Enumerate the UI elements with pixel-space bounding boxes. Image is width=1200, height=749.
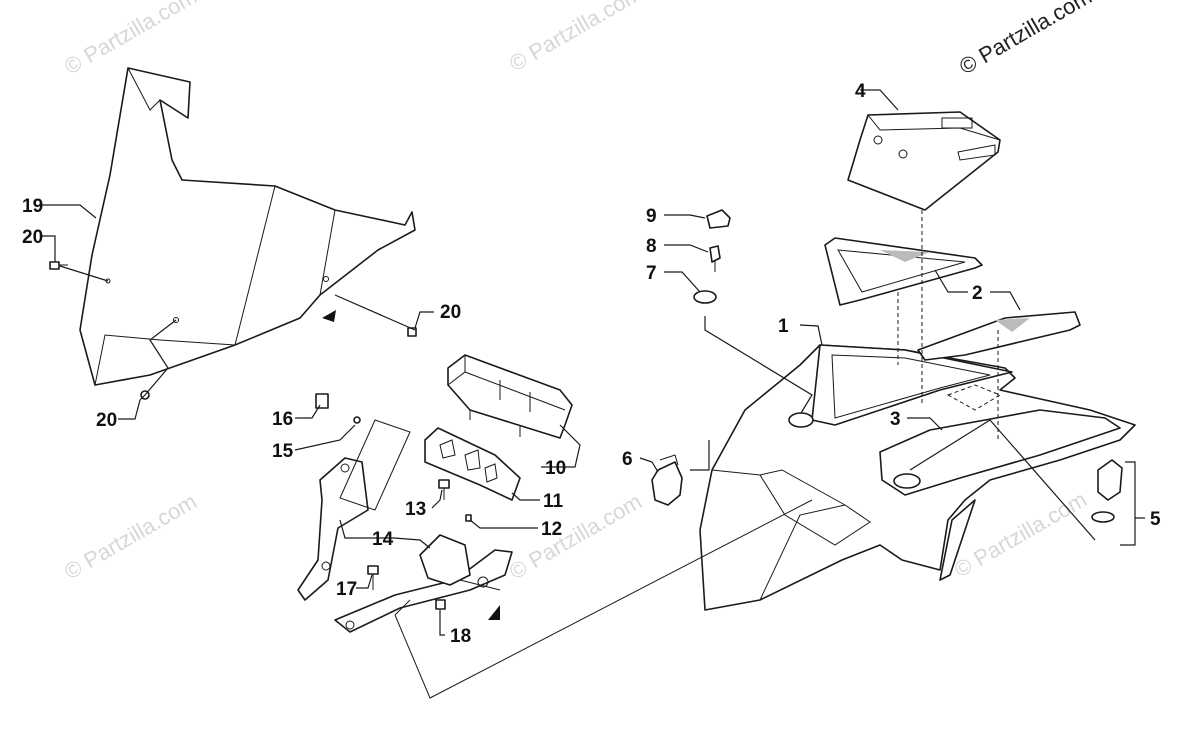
outlet: [1091, 459, 1123, 523]
callout-19: 19: [22, 196, 43, 217]
callout-11: 11: [543, 491, 564, 512]
callout-2: 2: [972, 283, 983, 304]
callout-20: 20: [22, 227, 43, 248]
callout-12: 12: [541, 519, 562, 540]
callout-labels: 19 20 20 20 4 1 2 3 9 8 7 6 5 10 11 12 1…: [22, 81, 1161, 647]
windshield: [79, 67, 416, 386]
watermark-text: © Partzilla.com: [60, 0, 201, 79]
callout-4: 4: [855, 81, 866, 102]
callout-20: 20: [440, 302, 461, 323]
callout-7: 7: [646, 263, 657, 284]
callout-10: 10: [545, 458, 566, 479]
callout-17: 17: [336, 579, 357, 600]
storage-box: [847, 111, 1001, 211]
callout-9: 9: [646, 206, 657, 227]
lens-parts: [824, 237, 1081, 361]
copyright-text: © Partzilla.com: [955, 0, 1096, 79]
watermark-text: © Partzilla.com: [950, 487, 1091, 583]
callout-15: 15: [272, 441, 294, 462]
gauge: [447, 354, 573, 439]
callout-13: 13: [405, 499, 426, 520]
callout-5: 5: [1150, 509, 1161, 530]
switch: [651, 454, 683, 506]
construction-lines: [339, 210, 1002, 699]
gauge-bracket: [424, 427, 521, 501]
mount-bracket-lower: [334, 534, 513, 633]
callout-16: 16: [272, 409, 293, 430]
mount-bracket-left: [297, 393, 369, 601]
callout-8: 8: [646, 236, 657, 257]
watermark-text: © Partzilla.com: [505, 489, 646, 585]
fasteners-mid: [438, 479, 472, 522]
callout-3: 3: [890, 409, 901, 430]
callout-6: 6: [622, 449, 633, 470]
watermark-text: © Partzilla.com: [60, 489, 201, 585]
hood: [699, 344, 1136, 611]
leader-lines: [42, 89, 1145, 636]
callout-18: 18: [450, 626, 471, 647]
callout-1: 1: [778, 316, 789, 337]
callout-20: 20: [96, 410, 117, 431]
callout-14: 14: [372, 529, 394, 550]
ignition-parts: [693, 209, 731, 304]
watermark-text: © Partzilla.com: [505, 0, 646, 76]
